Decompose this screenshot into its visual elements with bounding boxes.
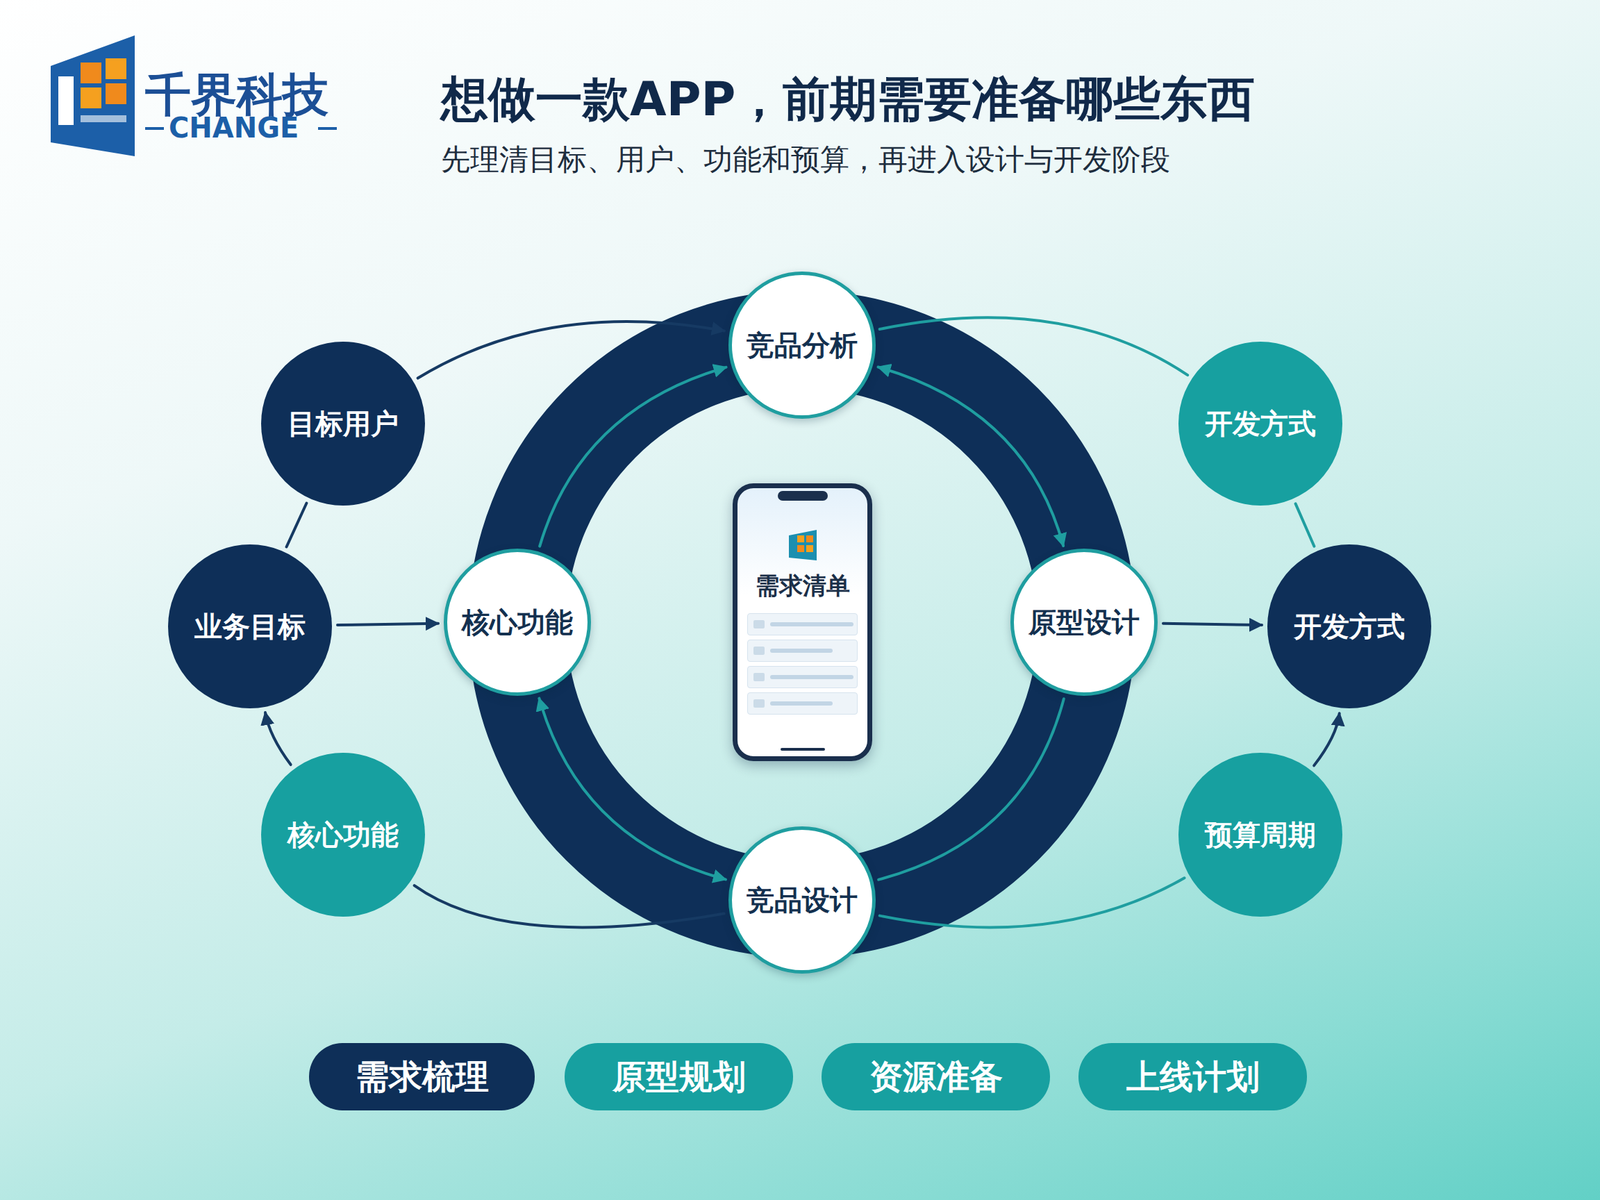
phone-screen: 需求清单 bbox=[732, 483, 873, 762]
node-label: 开发方式 bbox=[1197, 407, 1323, 440]
flow-connector bbox=[1295, 503, 1315, 546]
subtitle-text: 先理清目标、用户、功能和预算，再进入设计与开发阶段 bbox=[440, 140, 1171, 180]
flow-connector bbox=[265, 712, 291, 765]
flow-connector bbox=[538, 698, 725, 880]
row-line bbox=[770, 622, 854, 627]
phone-notch bbox=[777, 490, 828, 501]
flow-connector bbox=[879, 877, 1185, 928]
pill-node: 上线计划 bbox=[1078, 1043, 1307, 1111]
node-label: 竞品设计 bbox=[739, 884, 865, 916]
list-row bbox=[747, 639, 858, 662]
row-icon bbox=[753, 672, 765, 682]
node-label: 原型设计 bbox=[1021, 606, 1147, 639]
flow-connector bbox=[879, 317, 1188, 375]
circle-node: 核心功能 bbox=[443, 548, 591, 696]
row-line bbox=[770, 648, 833, 653]
pill-label: 需求梳理 bbox=[355, 1054, 489, 1100]
circle-node: 竞品分析 bbox=[728, 271, 876, 419]
logo-gap bbox=[58, 76, 74, 125]
circle-node: 目标用户 bbox=[261, 341, 425, 506]
logo-square bbox=[806, 545, 814, 553]
logo-dash bbox=[318, 127, 337, 130]
node-label: 业务目标 bbox=[187, 610, 313, 643]
logo-icon bbox=[50, 35, 135, 157]
logo-block bbox=[788, 529, 817, 561]
brand-slogan: CHANGE bbox=[168, 111, 299, 144]
logo-stripe bbox=[80, 115, 127, 123]
circle-node: 核心功能 bbox=[261, 752, 425, 917]
home-bar bbox=[780, 747, 825, 751]
row-line bbox=[770, 675, 854, 680]
flow-connector bbox=[414, 885, 725, 928]
circle-node: 预算周期 bbox=[1178, 752, 1343, 917]
row-icon bbox=[753, 646, 765, 655]
logo-square bbox=[80, 87, 102, 109]
flow-connector bbox=[878, 698, 1064, 880]
pill-label: 原型规划 bbox=[612, 1054, 746, 1100]
row-line bbox=[770, 701, 833, 706]
flow-connector bbox=[418, 321, 725, 379]
node-label: 核心功能 bbox=[280, 818, 406, 851]
flow-connector bbox=[337, 623, 439, 625]
pill-node: 需求梳理 bbox=[309, 1043, 535, 1111]
node-label: 竞品分析 bbox=[739, 329, 865, 362]
pill-label: 上线计划 bbox=[1126, 1054, 1260, 1100]
logo-square bbox=[105, 83, 127, 105]
process-ring bbox=[517, 339, 1087, 910]
screen-title: 需求清单 bbox=[737, 570, 868, 603]
node-label: 目标用户 bbox=[280, 407, 406, 440]
row-icon bbox=[753, 699, 765, 708]
logo-square bbox=[105, 58, 127, 80]
node-label: 预算周期 bbox=[1197, 818, 1323, 851]
circle-node: 业务目标 bbox=[168, 544, 332, 709]
list-row bbox=[747, 665, 858, 689]
logo-square bbox=[797, 535, 805, 543]
title-text: 想做一款APP，前期需要准备哪些东西 bbox=[440, 68, 1255, 132]
circle-node: 原型设计 bbox=[1010, 548, 1158, 696]
logo-square bbox=[80, 62, 102, 84]
flow-connector bbox=[878, 367, 1064, 546]
flow-connector bbox=[539, 367, 726, 547]
node-label: 开发方式 bbox=[1286, 610, 1412, 643]
pill-node: 资源准备 bbox=[821, 1043, 1050, 1111]
pill-label: 资源准备 bbox=[869, 1054, 1003, 1100]
flow-connector bbox=[1163, 623, 1262, 625]
list-row bbox=[747, 692, 858, 715]
logo-square bbox=[797, 545, 805, 553]
pill-node: 原型规划 bbox=[564, 1043, 794, 1111]
logo-square bbox=[806, 535, 814, 543]
circle-node: 竞品设计 bbox=[728, 826, 876, 974]
mini-logo bbox=[788, 529, 817, 561]
circle-node: 开发方式 bbox=[1178, 341, 1343, 506]
flow-connector bbox=[1313, 713, 1340, 766]
circle-node: 开发方式 bbox=[1267, 544, 1432, 709]
list-row bbox=[747, 613, 858, 636]
logo-block bbox=[50, 35, 135, 157]
node-label: 核心功能 bbox=[454, 606, 580, 639]
row-icon bbox=[753, 620, 765, 629]
flow-connector bbox=[286, 503, 307, 548]
logo-dash bbox=[145, 127, 164, 130]
